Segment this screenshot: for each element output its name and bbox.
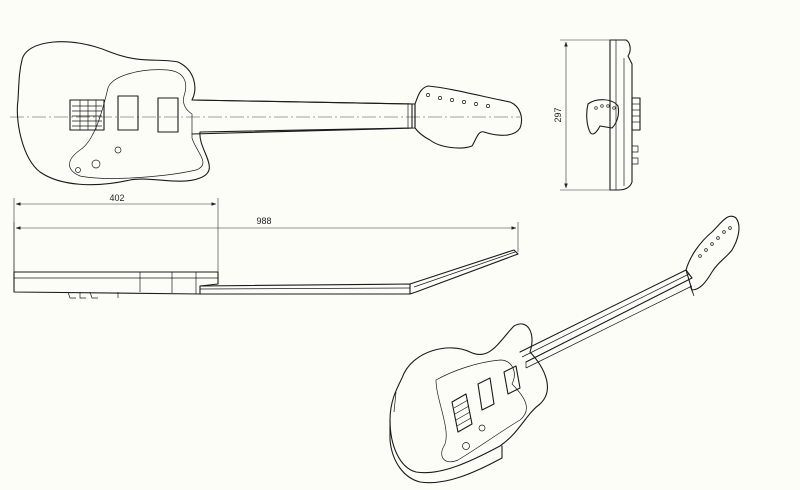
control-knob-icon: [91, 159, 101, 169]
output-jack-icon: [75, 167, 81, 173]
top-view-bridge: [69, 99, 105, 131]
top-view: [10, 41, 523, 186]
iso-headstock: [685, 215, 740, 291]
iso-bridge: [451, 393, 473, 433]
iso-neck-pickup: [477, 377, 495, 411]
top-view-headstock: [414, 85, 523, 149]
side-view: 402 988: [13, 193, 519, 299]
tuner-peg-icon: [450, 98, 454, 102]
dimension-label-body-width: 402: [109, 193, 124, 203]
top-view-neck-pickup: [117, 95, 139, 131]
end-view-bridge: [631, 97, 641, 131]
iso-body-edge: [389, 419, 503, 484]
iso-neck: [519, 269, 693, 363]
dimension-label-height: 297: [553, 107, 563, 122]
tuner-peg-icon: [474, 102, 478, 106]
side-view-neck: [199, 283, 411, 295]
tuner-peg-icon: [486, 104, 490, 108]
iso-pickguard: [435, 359, 527, 463]
tuner-peg-icon: [462, 100, 466, 104]
end-view-headstock: [586, 99, 620, 135]
iso-bridge-pickup: [503, 365, 521, 395]
side-view-body: [13, 271, 219, 295]
iso-knob-icon: [462, 442, 470, 450]
top-view-bridge-pickup: [157, 97, 179, 133]
side-view-headstock: [409, 249, 519, 295]
top-view-pickguard: [69, 69, 204, 179]
control-knob-icon: [114, 146, 122, 154]
iso-body-outline: [389, 323, 548, 474]
end-view-body: [609, 39, 633, 191]
tuner-peg-icon: [438, 96, 442, 100]
side-view-hardware: [67, 291, 119, 299]
dimension-label-overall-length: 988: [256, 216, 271, 226]
iso-knob-icon: [478, 424, 486, 432]
top-view-body-outline: [16, 41, 413, 186]
isometric-view: [389, 215, 740, 484]
tuner-peg-icon: [426, 93, 430, 97]
end-view-knobs: [632, 145, 639, 165]
end-view: 297: [553, 39, 641, 191]
